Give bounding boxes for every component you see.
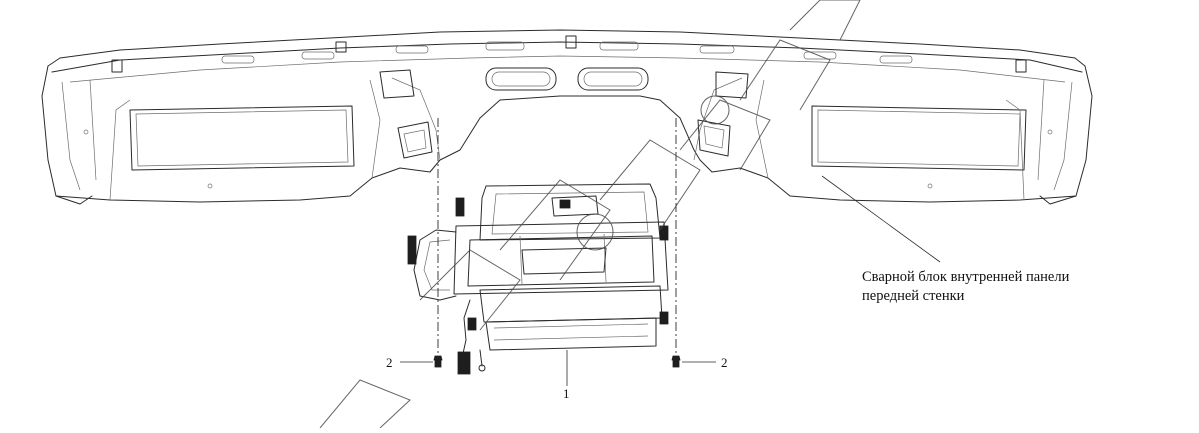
callout-line-2: передней стенки <box>862 288 965 304</box>
part-label-2-right: 2 <box>721 355 728 370</box>
bolt-icon <box>671 355 681 368</box>
hvac-unit-assembly <box>407 183 669 375</box>
weld-panel-callout: Сварной блок внутренней панели передней … <box>862 268 1069 306</box>
cowl-panel-weld-assembly <box>41 29 1093 205</box>
watermark-logo <box>319 0 861 429</box>
leader-lines <box>400 175 941 386</box>
callout-line-1: Сварной блок внутренней панели <box>862 269 1070 285</box>
alignment-lines <box>437 118 677 356</box>
bolt-icon <box>433 355 443 368</box>
part-label-2-left: 2 <box>386 355 393 370</box>
part-label-1: 1 <box>563 386 570 401</box>
